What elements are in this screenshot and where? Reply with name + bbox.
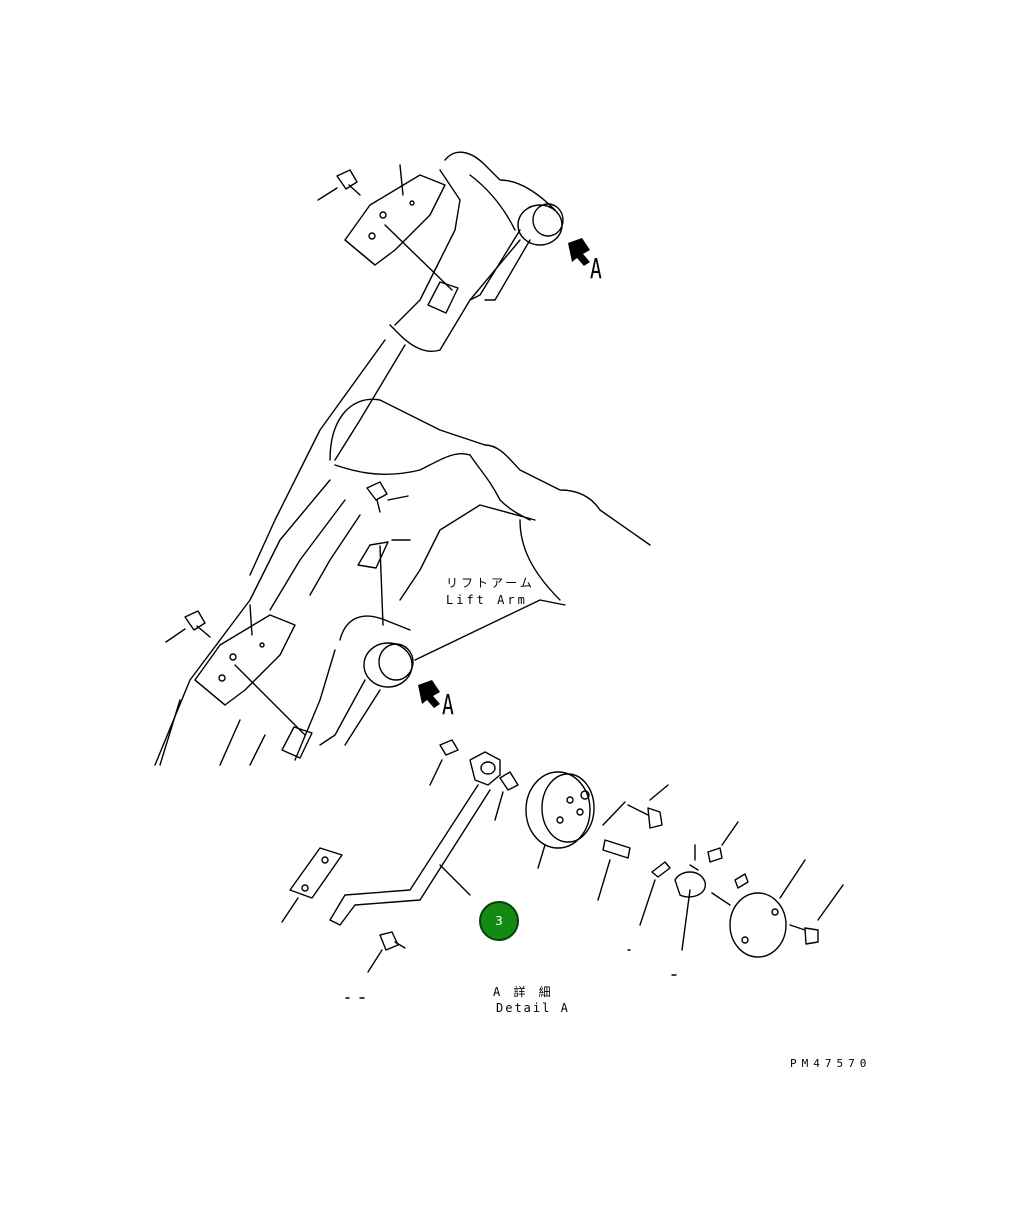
upper-arm-assembly bbox=[317, 151, 564, 352]
lift-arm-label-jp: リフトアーム bbox=[446, 576, 535, 590]
callout-3[interactable]: 3 bbox=[479, 901, 519, 941]
drawing-number: PM47570 bbox=[790, 1057, 872, 1070]
detail-label-en: Detail A bbox=[496, 1001, 570, 1015]
view-arrow-top bbox=[568, 238, 590, 266]
view-arrow-bottom bbox=[418, 680, 440, 708]
lift-arm-label-en: Lift Arm bbox=[446, 593, 528, 607]
detail-a-parts bbox=[281, 739, 844, 999]
detail-label-jp: A 詳 細 bbox=[493, 985, 554, 999]
view-marker-bottom: A bbox=[442, 688, 454, 721]
view-marker-top: A bbox=[590, 252, 602, 285]
lift-arm-body bbox=[154, 339, 651, 766]
